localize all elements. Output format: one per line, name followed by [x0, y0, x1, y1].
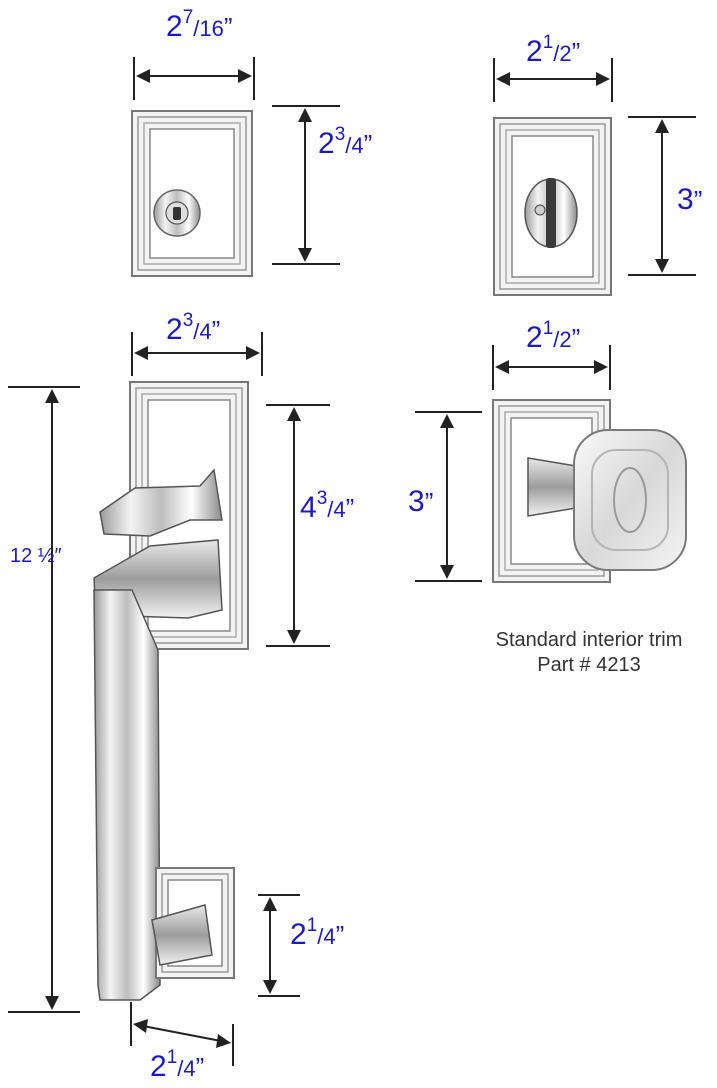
bottom-depth-label: 21/4” — [150, 1047, 205, 1083]
deadbolt-width-label: 27/16” — [166, 7, 233, 43]
caption-title: Standard interior trim — [495, 629, 683, 651]
handle-plate-height-label: 43/4” — [300, 488, 355, 524]
bottom-depth-arrow — [130, 1002, 234, 1066]
knob-width-arrow — [492, 345, 611, 390]
thumbturn-height-arrow — [628, 116, 696, 276]
handle-plate-width-arrow — [131, 332, 263, 376]
handleset — [93, 381, 249, 1001]
deadbolt-width-arrow — [133, 57, 255, 100]
bottom-plate-height-label: 21/4” — [290, 915, 345, 951]
handle-plate-width-label: 23/4” — [166, 310, 221, 346]
handle-total-height-arrow — [8, 386, 80, 1013]
thumbturn-width-label: 21/2” — [526, 32, 581, 68]
glass-knob — [492, 399, 687, 583]
grip-bar-icon — [93, 589, 161, 1001]
deadbolt-height-label: 23/4” — [318, 124, 373, 160]
handle-plate-height-arrow — [266, 404, 330, 647]
knob-height-label: 3” — [408, 485, 434, 518]
thumbturn-plate — [493, 117, 612, 296]
trim-caption: Standard interior trim Part # 4213 — [469, 628, 709, 678]
deadbolt-plate — [131, 110, 253, 277]
thumb-lever-icon — [99, 468, 223, 537]
thumbturn-width-arrow — [493, 58, 613, 102]
caption-part-number: Part # 4213 — [537, 654, 641, 676]
bottom-plate-height-arrow — [258, 894, 300, 997]
thumbturn-height-label: 3” — [677, 183, 703, 216]
handle-total-height-label: 12 ½″ — [10, 545, 62, 567]
deadbolt-height-arrow — [272, 105, 340, 265]
knob-glass-icon — [573, 429, 687, 571]
knob-width-label: 21/2” — [526, 318, 581, 354]
knob-height-arrow — [415, 411, 482, 582]
